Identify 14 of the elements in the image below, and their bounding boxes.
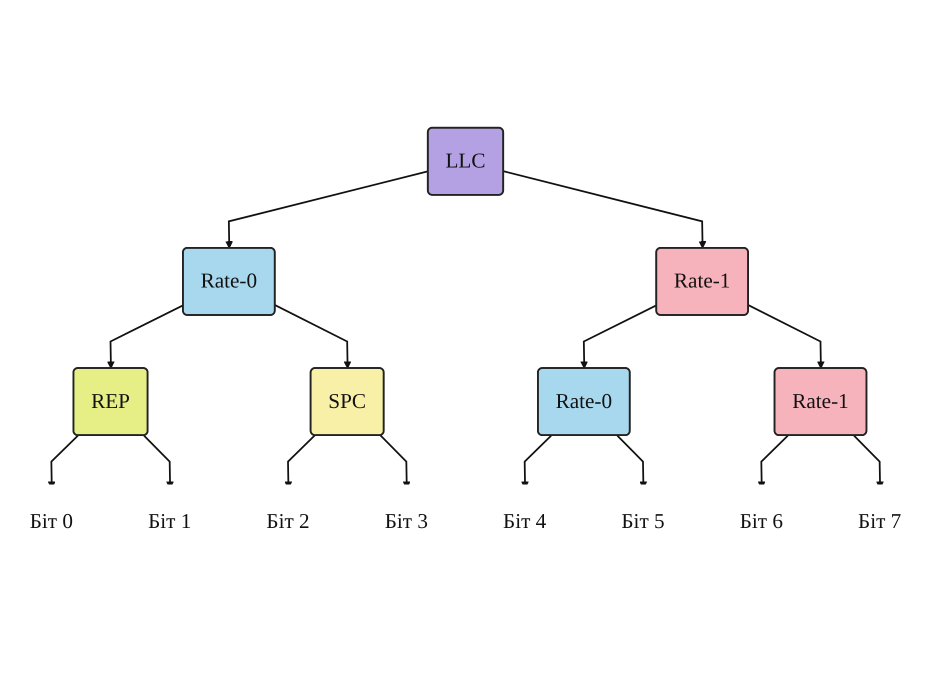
node-text: Біт 1 (148, 510, 192, 534)
arrow (503, 170, 706, 249)
node-text: Біт 0 (30, 510, 73, 534)
node-text: Біт 4 (503, 510, 546, 534)
arrow (748, 304, 825, 369)
node-text: Біт 5 (621, 510, 665, 534)
arrow (106, 304, 184, 369)
node-text: Біт 3 (384, 510, 428, 534)
arrow (274, 304, 352, 369)
node-text: Біт 2 (266, 510, 310, 534)
arrow (580, 304, 658, 369)
node-text: Біт 7 (858, 510, 902, 534)
node-text: Біт 6 (740, 510, 783, 534)
arrow (225, 170, 428, 249)
